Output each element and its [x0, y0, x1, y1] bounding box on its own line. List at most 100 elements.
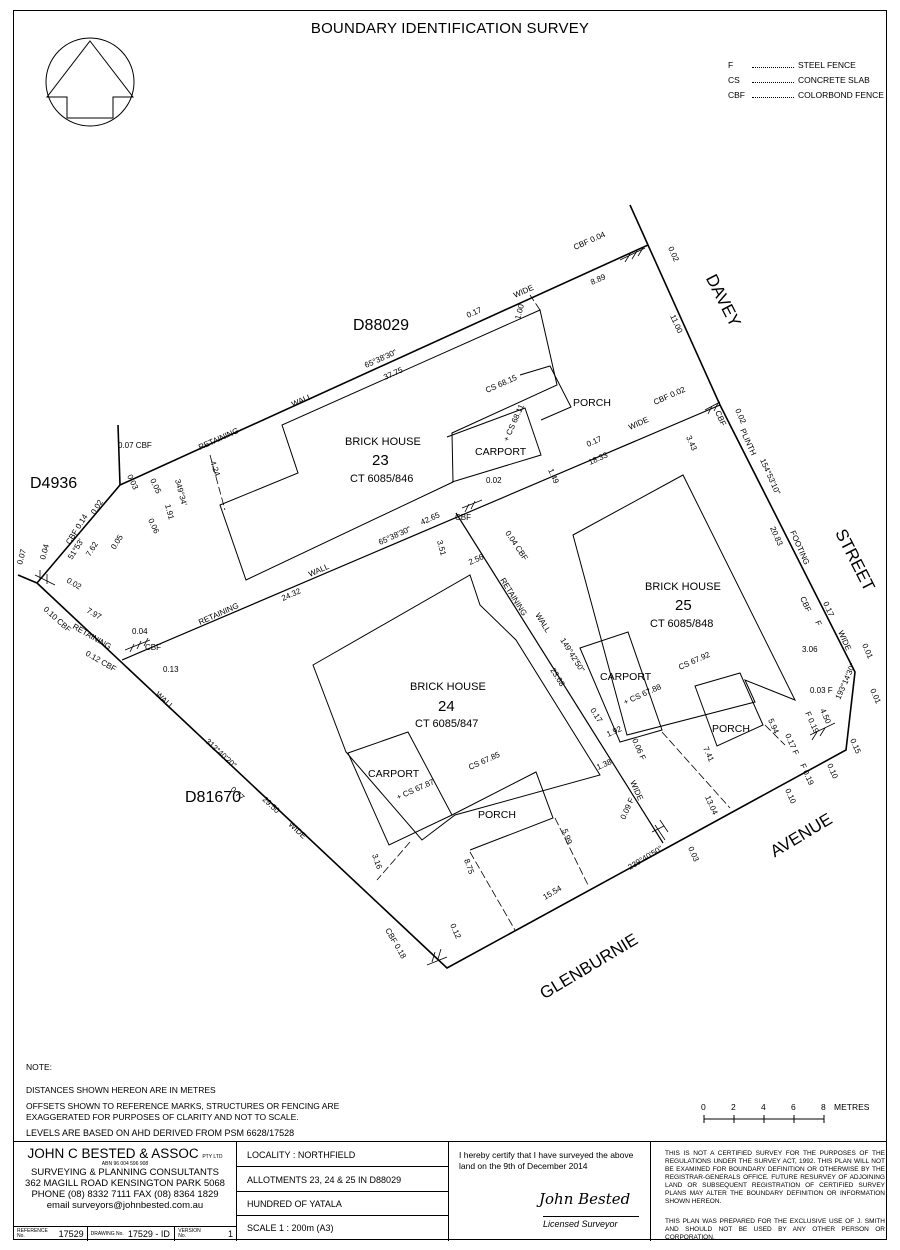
firm-address: 362 MAGILL ROAD KENSINGTON PARK 5068: [25, 1178, 225, 1189]
divider: [237, 1166, 449, 1167]
scale-tick-label: 0: [701, 1102, 706, 1112]
house-25-carport: CARPORT: [600, 671, 652, 683]
bearing-label: 154°53'10": [758, 457, 782, 496]
firm-pty: PTY LTD: [202, 1154, 223, 1160]
distance-label: 18.33: [587, 450, 609, 467]
dimension-labels: 65°38'30" 37.75 WALL RETAINING 0.17 WIDE…: [15, 230, 883, 961]
fence-label: CBF: [455, 513, 471, 522]
offset-label: 0.01: [868, 687, 883, 705]
offset-label: 0.17: [585, 434, 603, 449]
version-number: 1: [227, 1229, 233, 1239]
legend-meaning: CONCRETE SLAB: [798, 75, 870, 85]
north-arrow-icon: [45, 37, 135, 127]
fence-label: CBF: [713, 409, 728, 427]
note-line: OFFSETS SHOWN TO REFERENCE MARKS, STRUCT…: [26, 1101, 340, 1122]
house-25-label: BRICK HOUSE: [645, 581, 721, 593]
legend-leader: [752, 73, 794, 83]
fence-label: CBF: [145, 643, 161, 652]
house-24-porch: PORCH: [478, 809, 516, 821]
fence-label: 0.03 F: [810, 686, 833, 695]
house-23-title: CT 6085/846: [350, 473, 413, 485]
legend-leader: [752, 58, 794, 68]
drawing-number: 17529 - ID: [127, 1229, 170, 1239]
offset-label: 0.02: [65, 576, 83, 592]
house-23-number: 23: [372, 452, 389, 469]
distance-label: 15.54: [541, 883, 563, 901]
house-24-number: 24: [438, 698, 455, 715]
legend-row: CS CONCRETE SLAB: [728, 73, 884, 88]
distance-label: 37.75: [382, 365, 404, 382]
offset-label: 8.75: [462, 858, 476, 876]
retaining-label: RETAINING: [197, 601, 240, 627]
legend-code: CS: [728, 75, 740, 85]
fence-label: CBF 0.04: [572, 230, 607, 252]
offset-label: 0.01: [860, 642, 875, 660]
fence-label: 0.12 CBF: [84, 649, 118, 674]
fence-label: CBF: [798, 595, 813, 613]
level-label: CS 68.15: [484, 373, 519, 395]
firm-details: JOHN C BESTED & ASSOC PTY LTD ABN 96 004…: [14, 1142, 237, 1230]
house-24-carport: CARPORT: [368, 768, 420, 780]
drawing-label: DRAWING No.: [90, 1230, 124, 1237]
distance-label: 11.00: [668, 313, 684, 335]
offset-label: 0.03: [686, 845, 701, 863]
offset-label: 5.94: [766, 717, 781, 735]
notes: NOTE: DISTANCES SHOWN HEREON ARE IN METR…: [26, 1062, 346, 1144]
bearing-label: 239°40'50": [626, 844, 664, 872]
offset-label: 3.43: [684, 434, 699, 452]
fence-label: 0.17 F: [783, 732, 800, 756]
notes-heading: NOTE:: [26, 1062, 52, 1072]
location-details: LOCALITY : NORTHFIELD ALLOTMENTS 23, 24 …: [237, 1142, 449, 1241]
wall-label: WALL: [290, 392, 314, 409]
divider: [237, 1191, 449, 1192]
offset-label: 0.04: [38, 543, 51, 561]
offset-label: 1.92: [605, 724, 623, 739]
house-24-title: CT 6085/847: [415, 718, 478, 730]
offset-label: 3.51: [435, 539, 448, 557]
wall-label: WALL: [533, 611, 552, 634]
wall-label: WALL: [154, 690, 176, 712]
offset-label: 3.06: [802, 645, 818, 654]
distance-label: 7.97: [85, 606, 103, 622]
house-25-title: CT 6085/848: [650, 618, 713, 630]
disclaimer-text: THIS PLAN WAS PREPARED FOR THE EXCLUSIVE…: [665, 1218, 885, 1241]
offset-label: 0.07: [15, 548, 28, 566]
retaining-label: RETAINING: [498, 576, 528, 617]
disclaimer-text: THIS IS NOT A CERTIFIED SURVEY FOR THE P…: [665, 1150, 885, 1205]
distance-label: 7.62: [84, 540, 100, 558]
level-label: CS 67.92: [677, 650, 712, 672]
bearing-label: 312°40'20": [204, 737, 239, 770]
plinth-label: PLINTH: [738, 427, 758, 457]
offset-label: 0.06: [146, 517, 161, 535]
version-cell: VERSION No.1: [175, 1227, 236, 1241]
disclaimer: THIS IS NOT A CERTIFIED SURVEY FOR THE P…: [651, 1142, 887, 1241]
offset-label: 0.05: [109, 533, 125, 551]
hundred: HUNDRED OF YATALA: [247, 1199, 342, 1209]
firm-services: SURVEYING & PLANNING CONSULTANTS: [31, 1167, 219, 1178]
legend-code: CBF: [728, 90, 745, 100]
distance-label: 4.50: [818, 707, 833, 725]
firm-email: email surveyors@johnbested.com.au: [46, 1200, 204, 1211]
offset-label: 3.16: [370, 853, 384, 871]
legend-meaning: STEEL FENCE: [798, 60, 856, 70]
retaining-label: RETAINING: [71, 622, 113, 651]
offset-label: 0.05: [148, 477, 163, 495]
firm-name: JOHN C BESTED & ASSOC: [27, 1146, 199, 1161]
offset-label: 0.17: [588, 706, 604, 724]
fence-label: 0.09 F: [619, 796, 636, 820]
offset-label: 1.00: [513, 303, 526, 321]
page-title: BOUNDARY IDENTIFICATION SURVEY: [310, 20, 590, 37]
level-label: + CS 67.87: [395, 777, 436, 802]
certification-text: I hereby certify that I have surveyed th…: [459, 1150, 634, 1171]
distance-label: 13.04: [703, 794, 720, 816]
scale-tick-label: 6: [791, 1102, 796, 1112]
fence-label: 0.06 F: [630, 737, 647, 761]
distance-label: 8.89: [589, 272, 607, 287]
reference-label: REFERENCE No.: [17, 1228, 48, 1239]
note-line: LEVELS ARE BASED ON AHD DERIVED FROM PSM…: [26, 1128, 295, 1138]
scale-unit: METRES: [834, 1102, 870, 1112]
level-label: CS 67.85: [467, 750, 502, 772]
